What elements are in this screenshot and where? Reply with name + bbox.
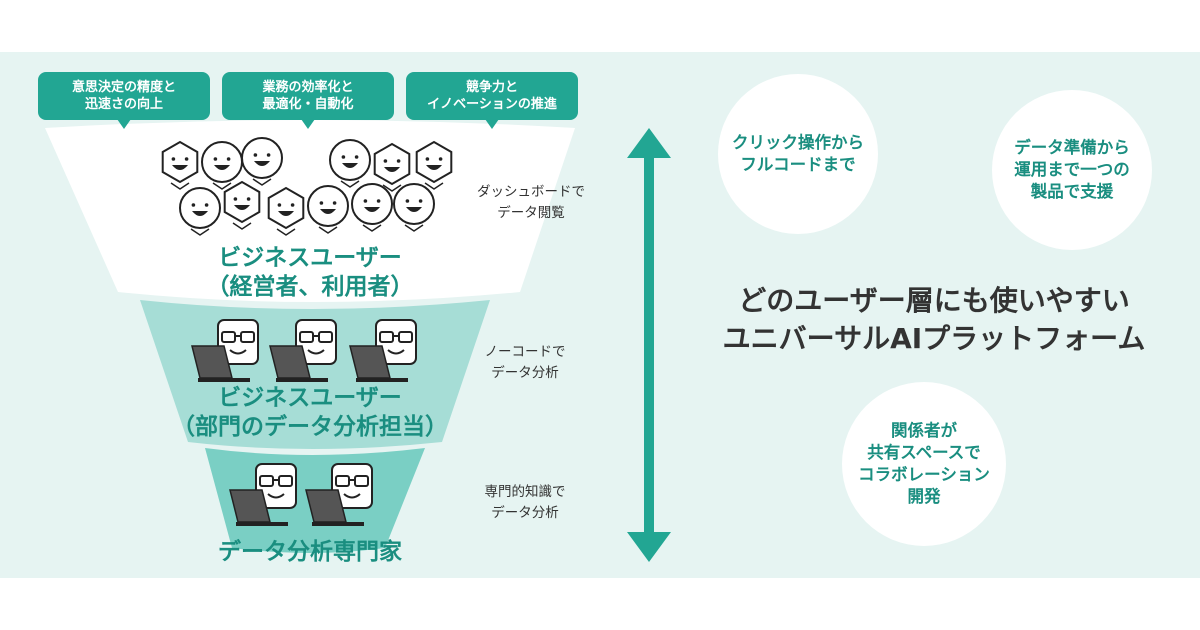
bubble-2-line-2: 最適化・自動化 — [262, 97, 354, 112]
bubble-2-line-1: 業務の効率化と — [262, 80, 354, 95]
benefit-bubble-2: 業務の効率化と 最適化・自動化 — [222, 72, 394, 129]
feature-3-line-3: コラボレーション — [858, 465, 990, 484]
tier-3-side-line-1: 専門的知識で — [484, 484, 566, 500]
feature-3-line-1: 関係者が — [891, 421, 957, 440]
smiling-user-face-icon — [179, 187, 221, 236]
tier-2-side-line-1: ノーコードで — [484, 344, 566, 360]
tier-2-side-line-2: データ分析 — [491, 365, 559, 381]
tier-2-line-1: ビジネスユーザー — [218, 385, 402, 411]
benefit-bubble-3: 競争力と イノベーションの推進 — [406, 72, 578, 129]
feature-circle-1: クリック操作から フルコードまで — [718, 74, 878, 234]
smiling-user-face-icon — [351, 183, 393, 232]
tier-2-label: ビジネスユーザー （部門のデータ分析担当） — [140, 384, 480, 442]
tier-1-line-2: （経営者、利用者） — [206, 274, 414, 300]
bubble-1-line-1: 意思決定の精度と — [71, 80, 176, 95]
analyst-user-icon — [191, 319, 259, 382]
bubble-3-line-2: イノベーションの推進 — [427, 97, 557, 112]
feature-1-line-2: フルコードまで — [740, 155, 856, 174]
tier-2-side-label: ノーコードで データ分析 — [460, 342, 590, 384]
tier-1-label: ビジネスユーザー （経営者、利用者） — [140, 244, 480, 302]
feature-2-line-1: データ準備から — [1014, 138, 1130, 157]
feature-1-line-1: クリック操作から — [732, 133, 864, 152]
headline-line-1: どのユーザー層にも使いやすい — [738, 284, 1130, 317]
analyst-user-icon — [229, 463, 297, 526]
tier-1-side-line-1: ダッシュボードで — [477, 184, 585, 200]
smiling-user-face-icon — [415, 140, 453, 190]
analyst-user-icon — [305, 463, 373, 526]
analyst-user-icon — [349, 319, 417, 382]
feature-circle-3: 関係者が 共有スペースで コラボレーション 開発 — [842, 382, 1006, 546]
smiling-user-face-icon — [393, 183, 435, 232]
analyst-user-icon — [269, 319, 337, 382]
feature-2-line-2: 運用まで一つの — [1014, 160, 1130, 179]
tier-3-side-label: 専門的知識で データ分析 — [460, 482, 590, 524]
smiling-user-faces — [161, 137, 453, 236]
analyst-users-middle — [191, 319, 417, 382]
tier-1-line-1: ビジネスユーザー — [218, 245, 402, 271]
smiling-user-face-icon — [241, 137, 283, 186]
benefit-bubble-1: 意思決定の精度と 迅速さの向上 — [38, 72, 210, 129]
tier-2-line-2: （部門のデータ分析担当） — [172, 414, 448, 440]
bubble-3-line-1: 競争力と — [465, 80, 518, 95]
tier-3-label: データ分析専門家 — [170, 538, 450, 567]
tier-1-side-line-2: データ閲覧 — [497, 205, 565, 221]
smiling-user-face-icon — [161, 140, 199, 190]
smiling-user-face-icon — [307, 185, 349, 234]
feature-circle-2: データ準備から 運用まで一つの 製品で支援 — [992, 90, 1152, 250]
tier-1-side-label: ダッシュボードで データ閲覧 — [466, 182, 596, 224]
tier-3-line-1: データ分析専門家 — [218, 539, 402, 565]
smiling-user-face-icon — [373, 142, 411, 192]
analyst-users-bottom — [229, 463, 373, 526]
bubble-1-line-2: 迅速さの向上 — [84, 97, 163, 112]
headline-line-2: ユニバーサルAIプラットフォーム — [722, 322, 1146, 355]
feature-3-line-4: 開発 — [907, 487, 941, 506]
smiling-user-face-icon — [329, 139, 371, 188]
smiling-user-face-icon — [201, 141, 243, 190]
feature-2-line-3: 製品で支援 — [1030, 182, 1114, 201]
tier-3-side-line-2: データ分析 — [491, 505, 559, 521]
feature-3-line-2: 共有スペースで — [867, 443, 981, 462]
smiling-user-face-icon — [267, 186, 305, 236]
headline: どのユーザー層にも使いやすい ユニバーサルAIプラットフォーム — [684, 282, 1184, 358]
double-arrow-icon — [627, 128, 671, 562]
smiling-user-face-icon — [223, 180, 261, 230]
